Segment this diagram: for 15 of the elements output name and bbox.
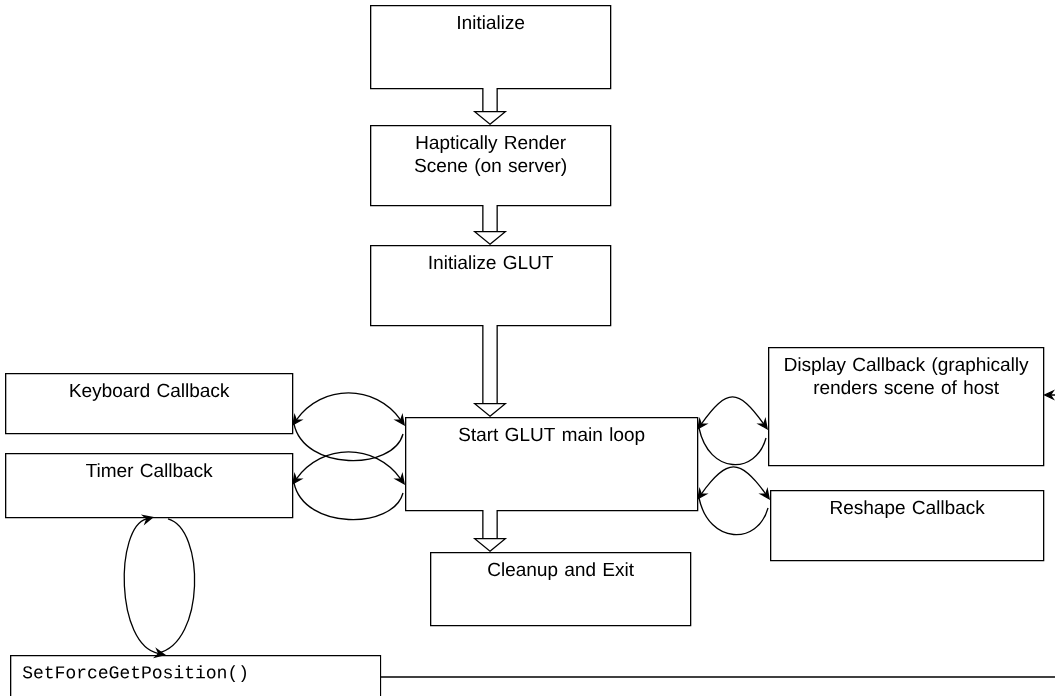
function-box: SetForceGetPosition() <box>10 655 382 696</box>
process-box: Initialize GLUT <box>370 245 612 327</box>
process-box: Display Callback (graphically renders scene of host <box>768 347 1045 467</box>
process-box: Cleanup and Exit <box>430 552 692 627</box>
process-box: Haptically Render Scene (on server) <box>370 125 612 207</box>
connector-line <box>379 676 1055 678</box>
process-box: Keyboard Callback <box>5 373 294 435</box>
cycle-arrow <box>697 396 768 466</box>
process-box: Timer Callback <box>5 453 294 519</box>
cycle-arrow <box>292 451 405 521</box>
process-box: Initialize <box>370 5 612 90</box>
cycle-arrow <box>697 466 770 536</box>
cycle-arrow <box>292 392 405 462</box>
process-box: Start GLUT main loop <box>405 417 699 512</box>
process-box: Reshape Callback <box>770 490 1045 562</box>
